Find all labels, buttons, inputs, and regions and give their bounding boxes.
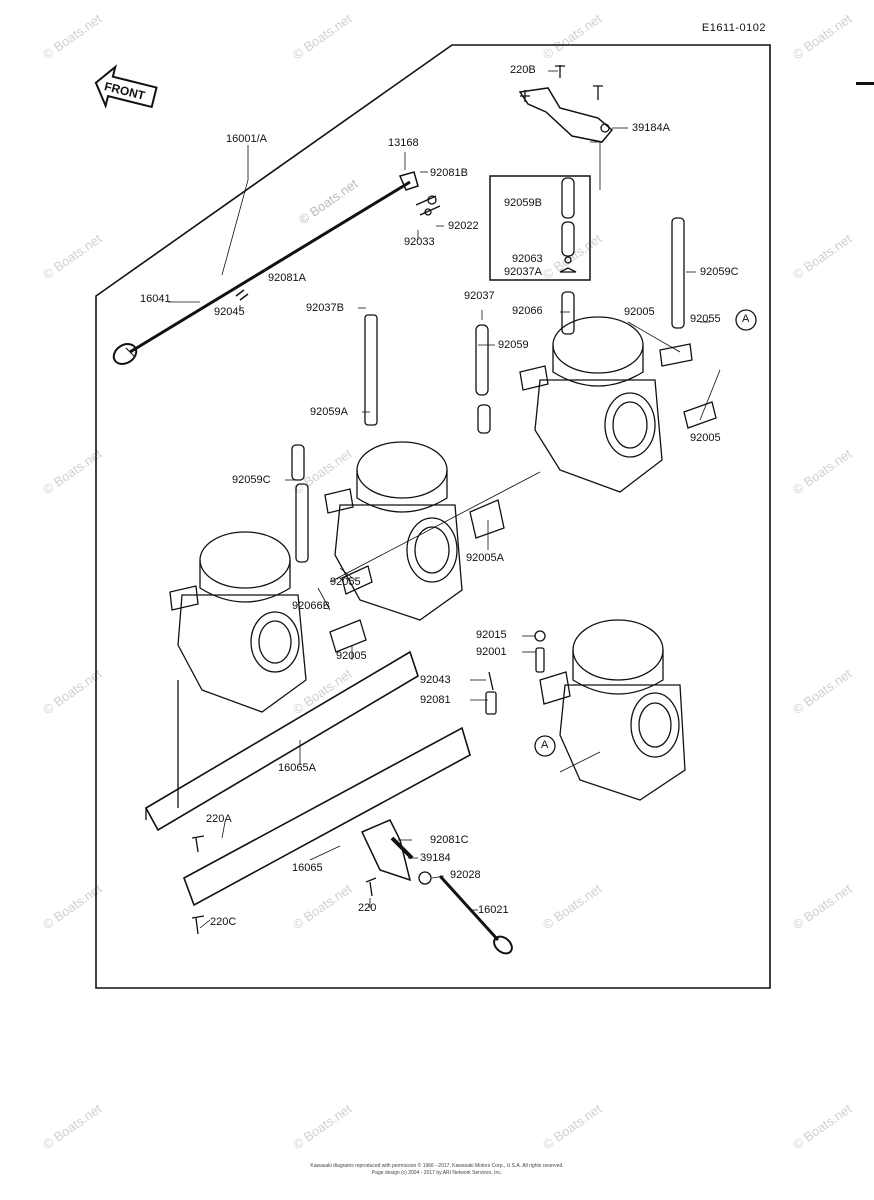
part-label: 92059C (232, 474, 271, 486)
part-label: 92059 (498, 339, 529, 351)
inset-box (489, 175, 591, 281)
carburetor-2 (324, 441, 505, 621)
part-label: 220B (510, 64, 536, 76)
bracket-16065 (183, 726, 471, 907)
part-label: 92022 (448, 220, 479, 232)
part-label: 92005A (466, 552, 504, 564)
front-arrow-icon (94, 64, 158, 109)
part-label: 92005 (624, 306, 655, 318)
part-label: 16041 (140, 293, 171, 305)
part-label: 92081A (268, 272, 306, 284)
part-label: 220C (210, 916, 237, 928)
part-label: 92037B (306, 302, 344, 314)
diagram-frame (95, 44, 771, 989)
part-label: 220A (206, 813, 232, 825)
part-label: 92081B (430, 167, 468, 179)
part-label: 92059C (700, 266, 739, 278)
part-label: 16065A (278, 762, 316, 774)
part-label: 92055 (330, 576, 361, 588)
part-label: 92081 (420, 694, 451, 706)
carburetor-3 (169, 531, 367, 713)
part-label: 92043 (420, 674, 451, 686)
bracket-39184a (518, 65, 614, 143)
part-label: 13168 (388, 137, 419, 149)
part-label: 16065 (292, 862, 323, 874)
part-label: 92037 (464, 290, 495, 302)
part-label: 92005 (336, 650, 367, 662)
carburetor-4 (539, 619, 686, 801)
part-label: 92045 (214, 306, 245, 318)
part-label: 92015 (476, 629, 507, 641)
part-label: 39184A (632, 122, 670, 134)
part-label: 92028 (450, 869, 481, 881)
carburetor-1 (519, 316, 717, 493)
part-label: 220 (358, 902, 377, 914)
part-label: 92037A (504, 266, 542, 278)
diagram-code: E1611-0102 (701, 22, 766, 34)
reference-letter: A (742, 313, 750, 325)
part-label: 92066 (512, 305, 543, 317)
part-label: 16001/A (226, 133, 267, 145)
part-label: 92063 (512, 253, 543, 265)
part-label: 92033 (404, 236, 435, 248)
throttle-shaft-16001a (112, 171, 441, 365)
part-label: 92059B (504, 197, 542, 209)
reference-circle-a (735, 309, 757, 331)
edge-mark (856, 82, 874, 85)
bracket-16065a (144, 650, 419, 832)
part-label: 92066B (292, 600, 330, 612)
part-label: 92005 (690, 432, 721, 444)
reference-letter: A (541, 739, 549, 751)
copyright-line: Page design (c) 2004 - 2017 by ARI Netwo… (371, 1170, 503, 1176)
part-label: 92055 (690, 313, 721, 325)
part-label: 92001 (476, 646, 507, 658)
part-label: 92081C (430, 834, 469, 846)
part-label: 16021 (478, 904, 509, 916)
reference-circle-a (534, 735, 556, 757)
copyright-line: Kawasaki diagrams reproduced with permis… (310, 1163, 564, 1169)
part-label: 92059A (310, 406, 348, 418)
part-label: 39184 (420, 852, 451, 864)
